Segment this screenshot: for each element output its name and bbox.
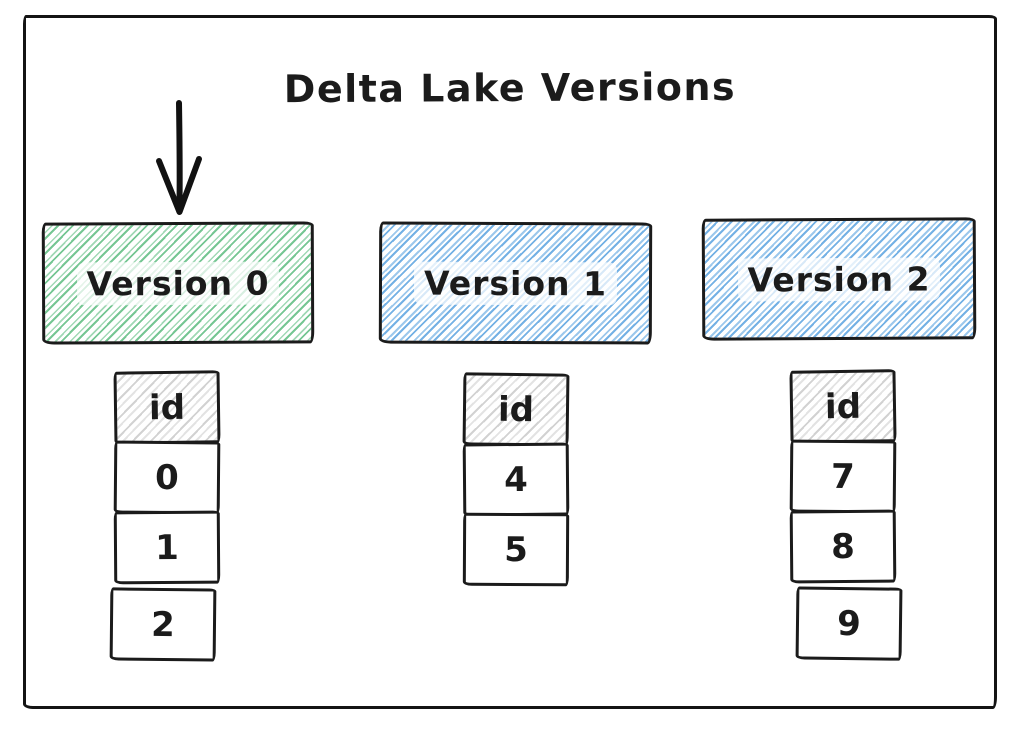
table-cell: 5 [462,512,570,587]
table-cell: 8 [789,509,897,584]
version-2-table-header: id [789,369,897,444]
down-arrow-icon [156,100,202,215]
version-1-table: id 4 5 [462,372,570,587]
table-cell: 9 [795,586,903,661]
version-0-box: Version 0 [41,221,315,345]
version-1-table-header: id [462,372,570,447]
version-0-table-header: id [113,370,221,445]
version-2-table: id 7 8 9 [789,369,903,661]
version-1-box: Version 1 [378,221,653,345]
diagram-border [23,15,997,709]
version-2-box: Version 2 [701,217,977,341]
table-cell: 7 [789,439,897,514]
table-cell: 0 [113,440,221,515]
table-cell: 2 [109,587,217,662]
version-2-label: Version 2 [737,256,941,302]
version-0-table: id 0 1 2 [109,370,221,662]
version-1-label: Version 1 [413,261,618,305]
table-cell: 1 [113,510,221,585]
table-cell: 4 [462,442,570,517]
version-0-label: Version 0 [76,261,280,305]
